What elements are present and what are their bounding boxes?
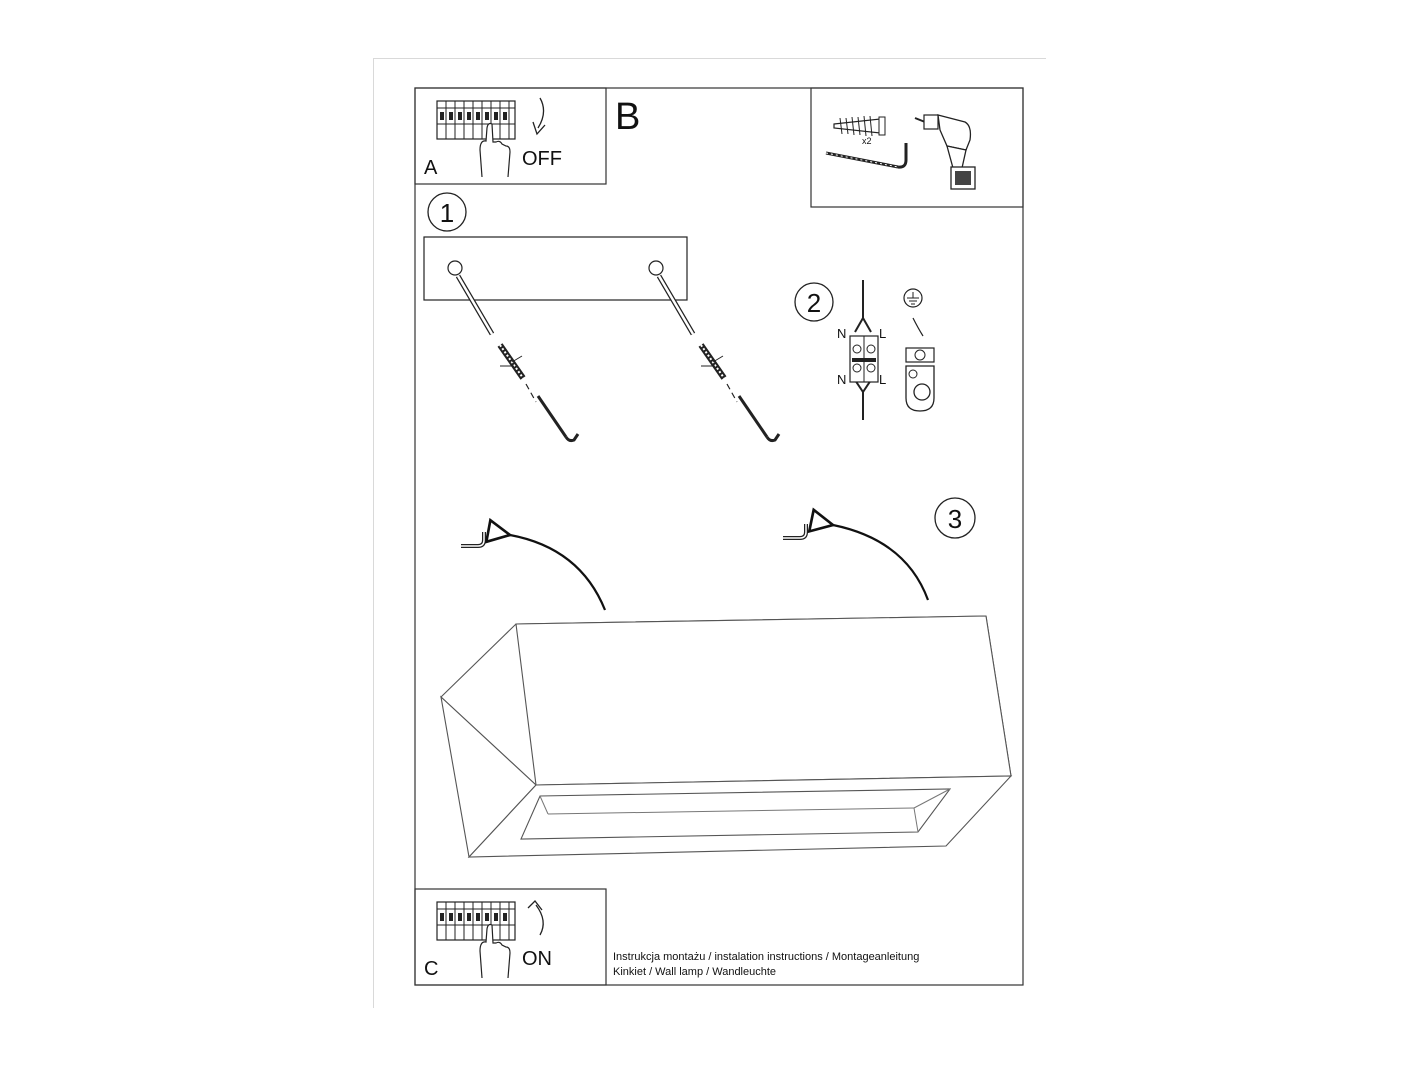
panel-c: C ON	[414, 888, 607, 986]
wall-plug-icon	[833, 115, 886, 137]
down-arrow-icon	[537, 97, 545, 129]
breaker-box-icon-c	[436, 901, 516, 941]
outer-frame	[414, 87, 1024, 986]
dowel-count-label: x2	[862, 136, 872, 146]
footer-instructions-title: Instrukcja montażu / instalation instruc…	[613, 951, 920, 963]
live-label-bottom: L	[879, 372, 886, 387]
footer-product-type: Kinkiet / Wall lamp / Wandleuchte	[613, 966, 777, 978]
neutral-label-bottom: N	[837, 372, 846, 387]
hook-left-icon-inner	[461, 532, 485, 547]
panel-c-label: C	[424, 958, 438, 980]
step-3: 3	[440, 497, 1013, 859]
panel-a-label: A	[424, 157, 438, 179]
curved-arrow-left	[484, 517, 607, 611]
drill-icon	[914, 114, 976, 190]
step-2-number: 2	[807, 288, 821, 318]
up-arrow-icon	[535, 904, 544, 936]
breaker-box-icon	[436, 100, 516, 140]
off-label: OFF	[522, 148, 562, 170]
mount-hole-right	[648, 260, 664, 276]
terminal-block-icon	[849, 280, 879, 420]
on-label: ON	[522, 948, 552, 970]
page-edge-left	[373, 58, 374, 1008]
wall-lamp-body	[440, 615, 1013, 859]
ground-symbol-icon	[903, 288, 923, 308]
step-1: 1	[423, 192, 781, 443]
wall-plate	[423, 236, 688, 301]
hook-left-icon	[461, 532, 486, 548]
ground-terminal-icon	[905, 347, 935, 412]
hook-screw-icon	[825, 143, 908, 169]
screw-assembly-right	[656, 274, 781, 443]
step-3-number: 3	[948, 504, 962, 534]
curved-arrow-right	[807, 507, 930, 601]
step-1-number: 1	[440, 198, 454, 228]
panel-b-label: B	[615, 96, 640, 138]
mount-hole-left	[447, 260, 463, 276]
hook-right-icon	[783, 524, 808, 540]
neutral-label-top: N	[837, 326, 846, 341]
live-label-top: L	[879, 326, 886, 341]
screw-assembly-left	[455, 274, 580, 443]
tools-panel: x2	[810, 87, 1024, 208]
hand-icon-c	[479, 923, 511, 979]
page-edge-top	[373, 58, 1046, 59]
hand-icon	[479, 122, 511, 178]
hook-right-icon-inner	[783, 524, 807, 539]
step-2: 2 N L N L	[794, 280, 935, 420]
panel-a: A OFF	[414, 87, 607, 185]
